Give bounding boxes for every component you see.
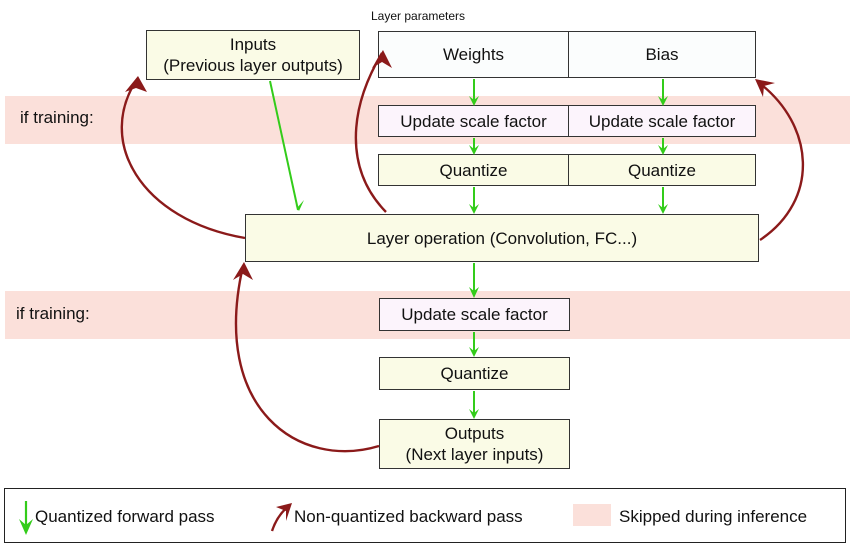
outputs-box[interactable]: Outputs (Next layer inputs) xyxy=(379,419,570,469)
backward-arrowheads xyxy=(125,50,775,280)
forward-arrows xyxy=(269,79,664,415)
arrowhead-icon xyxy=(658,204,668,214)
layer-to-weights-backward-arrow xyxy=(354,52,387,213)
bias-label: Bias xyxy=(645,45,679,64)
bias-quantize-box[interactable]: Quantize xyxy=(568,154,756,186)
output-quantize-label: Quantize xyxy=(440,364,509,383)
layer-operation-label: Layer operation (Convolution, FC...) xyxy=(366,228,638,248)
output-quantize-box[interactable]: Quantize xyxy=(379,357,570,390)
bias-update-scale-label: Update scale factor xyxy=(588,111,736,131)
training-band-top-label: if training: xyxy=(20,108,94,127)
backward-arrow-legend-icon xyxy=(270,503,292,532)
arrowhead-icon xyxy=(469,204,479,214)
legend: Quantized forward pass Non-quantized bac… xyxy=(4,488,846,543)
inputs-title: Inputs xyxy=(229,35,277,54)
arrowhead-icon xyxy=(469,409,479,419)
inputs-box[interactable]: Inputs (Previous layer outputs) xyxy=(146,30,360,80)
bias-box[interactable]: Bias xyxy=(568,31,756,78)
arrowhead-icon xyxy=(755,79,775,97)
bias-quantize-label: Quantize xyxy=(627,160,697,180)
layer-to-bias-backward-arrow xyxy=(757,81,805,241)
weights-label: Weights xyxy=(442,45,505,64)
outputs-title: Outputs xyxy=(444,424,505,443)
inputs-to-layer-arrow xyxy=(269,80,299,211)
legend-backward-label: Non-quantized backward pass xyxy=(294,507,523,526)
layer-parameters-label: Layer parameters xyxy=(371,9,466,23)
backward-arrows xyxy=(120,52,805,453)
arrowhead-icon xyxy=(125,76,147,92)
weights-box[interactable]: Weights xyxy=(378,31,569,78)
arrowhead-icon xyxy=(372,50,392,68)
inputs-subtitle: (Previous layer outputs) xyxy=(163,56,343,75)
weights-update-scale-label: Update scale factor xyxy=(400,111,547,131)
arrowhead-icon xyxy=(469,145,479,155)
arrowhead-icon xyxy=(233,262,253,280)
arrowhead-icon xyxy=(658,96,668,106)
weights-quantize-label: Quantize xyxy=(439,160,508,180)
arrowhead-icon xyxy=(469,287,479,298)
forward-arrowheads xyxy=(292,96,668,419)
arrowhead-icon xyxy=(658,145,668,155)
layer-operation-box[interactable]: Layer operation (Convolution, FC...) xyxy=(245,214,759,262)
outputs-to-layer-backward-arrow xyxy=(234,265,380,453)
legend-forward-label: Quantized forward pass xyxy=(35,507,215,526)
training-band-bottom-label: if training: xyxy=(16,304,90,323)
layer-to-inputs-backward-arrow xyxy=(120,77,246,240)
legend-skipped-label: Skipped during inference xyxy=(619,507,808,526)
forward-arrow-legend-icon xyxy=(19,501,33,535)
weights-update-scale-box[interactable]: Update scale factor xyxy=(378,105,569,137)
weights-quantize-box[interactable]: Quantize xyxy=(378,154,569,186)
arrowhead-icon xyxy=(292,200,304,211)
output-update-scale-label: Update scale factor xyxy=(401,305,548,324)
arrowhead-icon xyxy=(469,347,479,357)
output-update-scale-box[interactable]: Update scale factor xyxy=(379,298,570,331)
outputs-subtitle: (Next layer inputs) xyxy=(405,445,544,464)
bias-update-scale-box[interactable]: Update scale factor xyxy=(568,105,756,137)
skipped-legend-swatch xyxy=(573,504,611,526)
arrowhead-icon xyxy=(469,96,479,106)
